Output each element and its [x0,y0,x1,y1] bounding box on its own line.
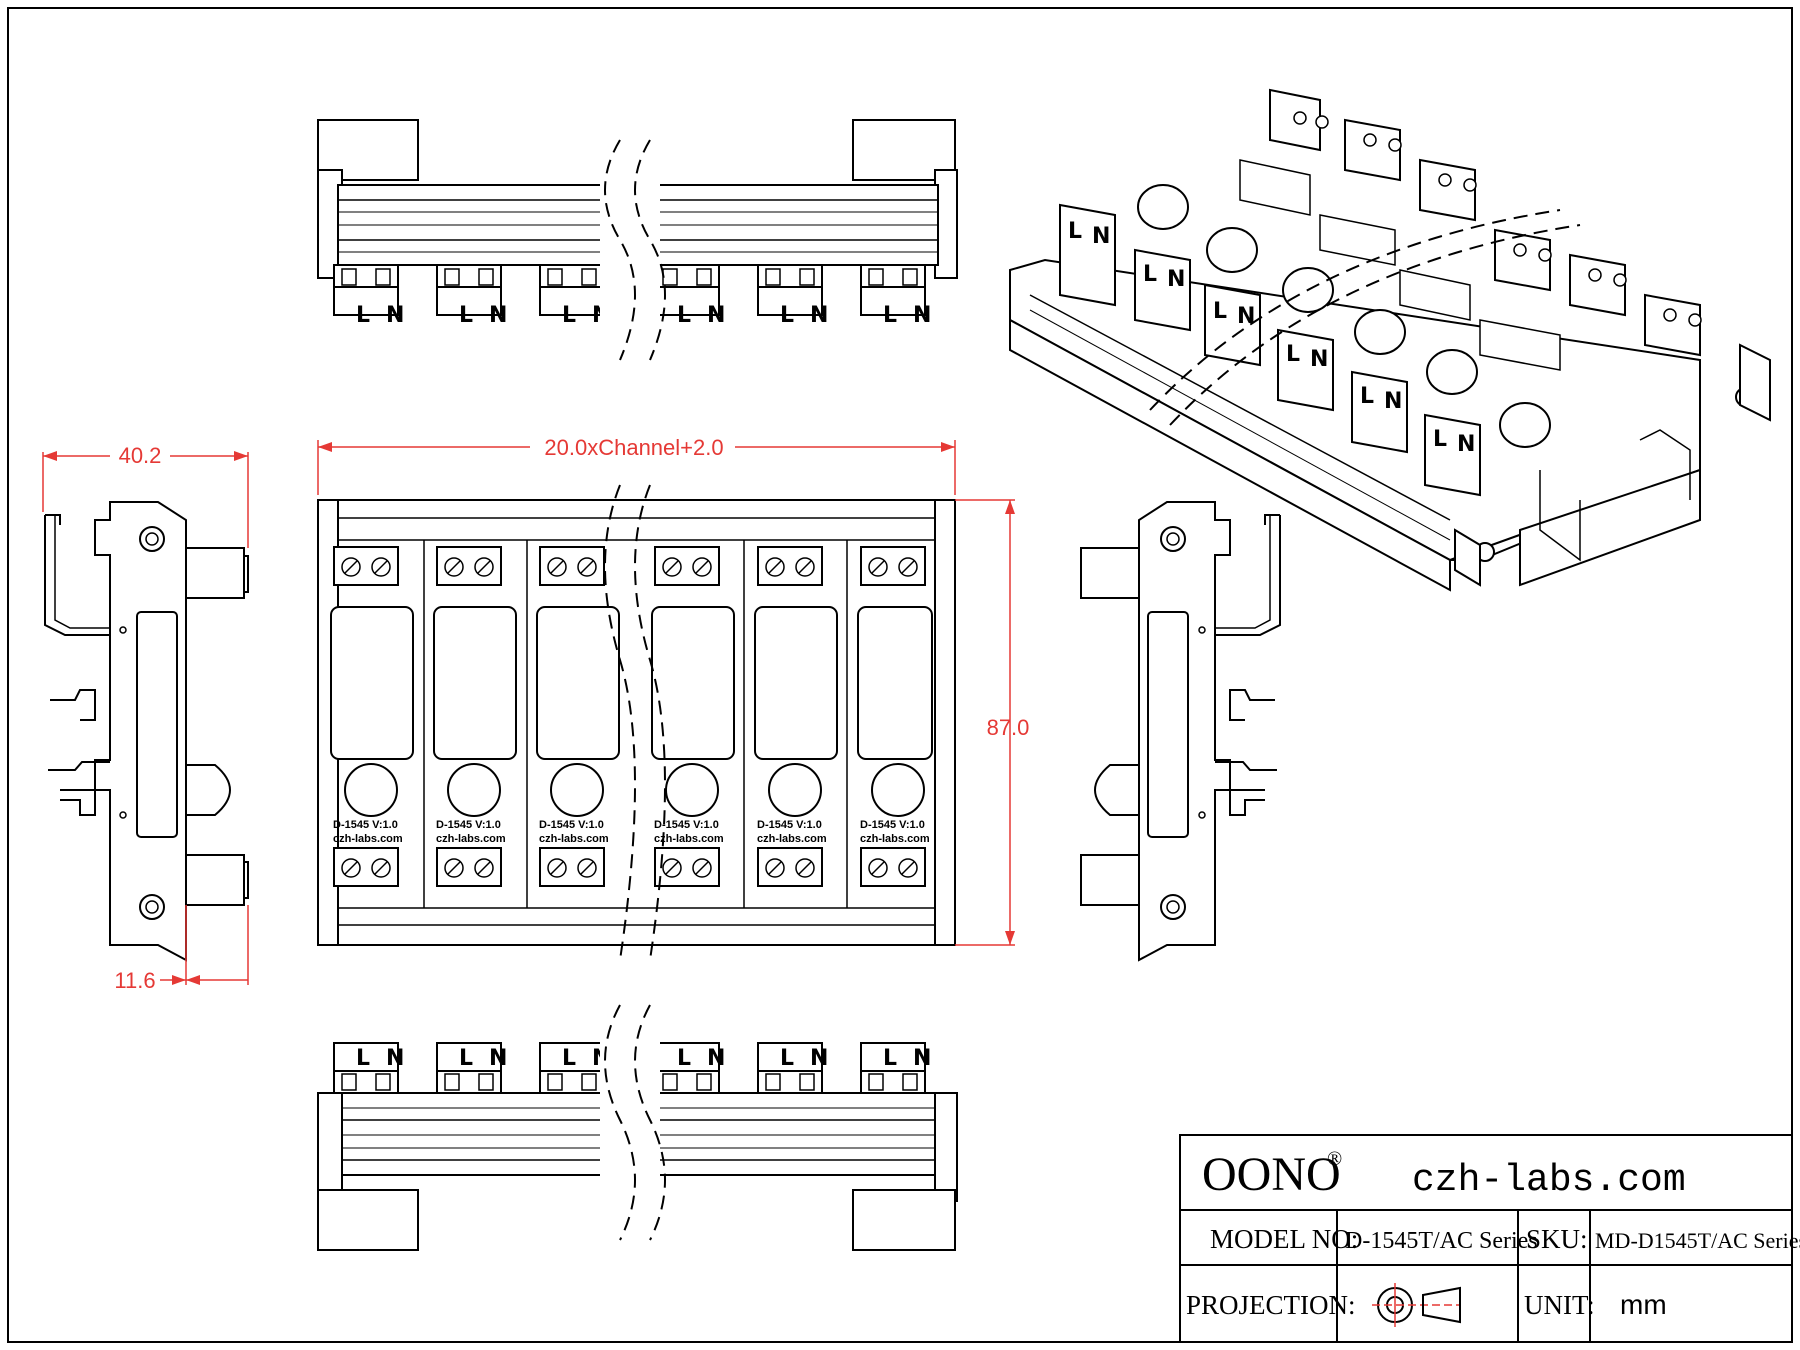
board-url-text: czh-labs.com [860,833,930,845]
terminal-label-n: N [707,1046,725,1071]
offset-dimension-label: 11.6 [114,968,155,993]
isometric-view: L N L N L N L N L N L N [1009,88,1771,592]
iso-terminal-label-l: L [1068,219,1082,244]
height-dimension-label: 87.0 [987,715,1030,740]
terminal-label-l: L [562,1046,576,1071]
unit-label: UNIT: [1524,1290,1595,1320]
iso-terminal-label-n: N [1457,432,1475,457]
terminal-label-n: N [810,1046,828,1071]
board-model-text: D-1545 V:1.0 [757,819,822,831]
board-url-text: czh-labs.com [539,833,609,845]
iso-terminal-label-l: L [1213,299,1227,324]
model-value: D-1545T/AC Series [1345,1228,1538,1254]
projection-label: PROJECTION: [1186,1290,1356,1320]
terminal-label-l: L [677,1046,691,1071]
board-url-text: czh-labs.com [654,833,724,845]
iso-terminal-label-l: L [1143,262,1157,287]
iso-terminal-label-n: N [1310,347,1328,372]
terminal-label-n: N [707,303,725,328]
terminal-label-l: L [356,303,370,328]
height-dimension: 87.0 [955,499,1030,946]
terminal-label-n: N [386,303,404,328]
registered-mark: ® [1327,1148,1342,1170]
terminal-label-l: L [562,303,576,328]
depth-dimension: 40.2 [42,443,249,548]
bottom-view: L N L N L N L N L N L N [317,1000,958,1251]
board-model-text: D-1545 V:1.0 [654,819,719,831]
terminal-label-n: N [810,303,828,328]
width-dimension: 20.0xChannel+2.0 [317,435,956,495]
unit-value: mm [1620,1289,1667,1320]
sku-label: SKU: [1526,1224,1588,1254]
brand-name: OONO [1202,1148,1341,1201]
terminal-label-l: L [459,1046,473,1071]
board-url-text: czh-labs.com [436,833,506,845]
board-model-text: D-1545 V:1.0 [436,819,501,831]
terminal-label-l: L [677,303,691,328]
terminal-label-l: L [356,1046,370,1071]
iso-terminal-label-n: N [1384,389,1402,414]
model-label: MODEL NO: [1210,1224,1358,1254]
offset-dimension: 11.6 [114,905,249,993]
board-url-text: czh-labs.com [757,833,827,845]
terminal-label-l: L [459,303,473,328]
sku-value: MD-D1545T/AC Series [1595,1228,1800,1253]
projection-symbol-icon [1372,1283,1461,1327]
left-side-view [44,501,249,962]
board-model-text: D-1545 V:1.0 [539,819,604,831]
front-view: D-1545 V:1.0 czh-labs.com D-1545 V:1.0 c… [317,484,956,961]
terminal-label-n: N [913,1046,931,1071]
iso-terminal-label-l: L [1286,342,1300,367]
terminal-label-n: N [386,1046,404,1071]
terminal-label-n: N [489,303,507,328]
terminal-label-l: L [780,1046,794,1071]
iso-terminal-label-n: N [1167,267,1185,292]
terminal-label-l: L [780,303,794,328]
iso-terminal-label-n: N [1092,224,1110,249]
terminal-label-l: L [883,1046,897,1071]
depth-dimension-label: 40.2 [119,443,162,468]
title-block: OONO ® czh-labs.com MODEL NO: D-1545T/AC… [1179,1134,1800,1343]
board-url-text: czh-labs.com [333,833,403,845]
website-text: czh-labs.com [1412,1159,1686,1202]
right-side-view [1080,501,1281,962]
terminal-label-n: N [913,303,931,328]
top-view: L N L N L N L N L N L N [317,119,958,370]
iso-terminal-label-n: N [1237,304,1255,329]
drawing-border [7,7,1793,1343]
terminal-label-l: L [883,303,897,328]
iso-terminal-label-l: L [1360,384,1374,409]
board-model-text: D-1545 V:1.0 [333,819,398,831]
width-dimension-label: 20.0xChannel+2.0 [544,435,723,460]
iso-terminal-label-l: L [1433,427,1447,452]
board-model-text: D-1545 V:1.0 [860,819,925,831]
terminal-label-n: N [489,1046,507,1071]
